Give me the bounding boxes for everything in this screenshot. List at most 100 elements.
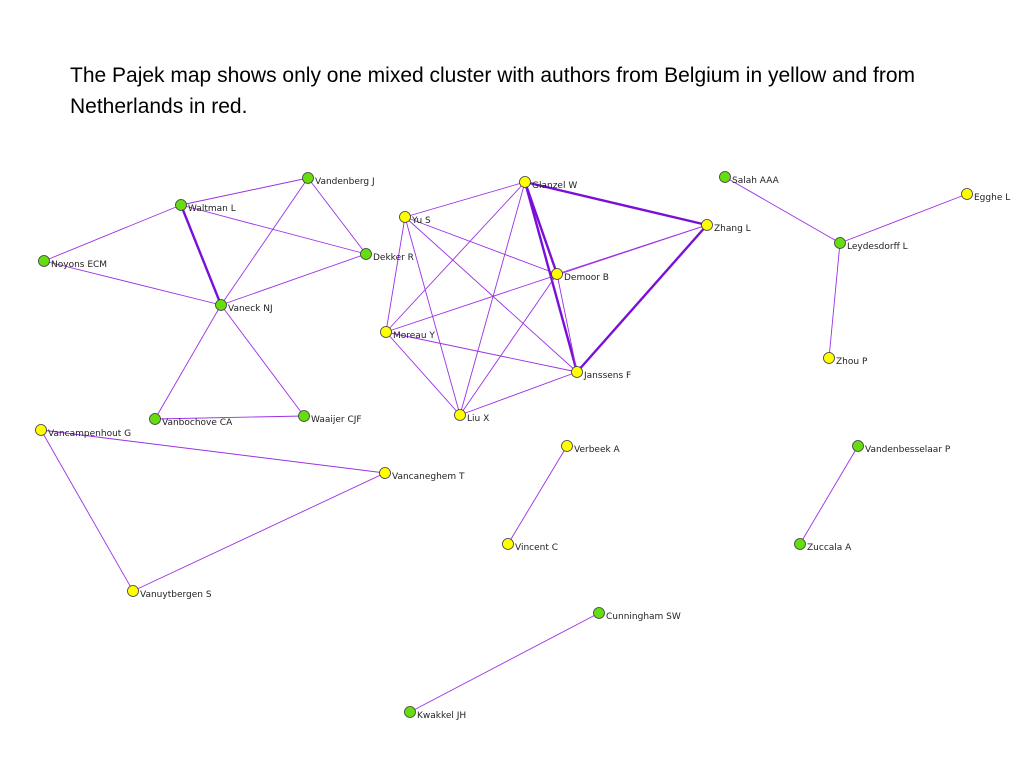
node-marker-verbeek	[561, 440, 573, 452]
node-label-yus: Yu S	[411, 216, 431, 226]
node-label-vancampenhout: Vancampenhout G	[48, 429, 131, 439]
edge-vandenbesselaar-zuccala	[799, 445, 859, 545]
node-zhoup: Zhou P	[823, 352, 868, 367]
node-cunningham: Cunningham SW	[593, 607, 681, 622]
node-marker-demoor	[551, 268, 563, 280]
node-marker-vandenbesselaar	[852, 440, 864, 452]
node-liux: Liu X	[454, 409, 489, 424]
node-vanuytbergen: Vanuytbergen S	[127, 585, 212, 600]
node-label-dekker: Dekker R	[373, 253, 414, 263]
node-dekker: Dekker R	[360, 248, 414, 263]
edge-waltman-dekker	[180, 204, 367, 255]
node-marker-leydesdorff	[834, 237, 846, 249]
node-label-waaijer: Waaijer CJF	[311, 415, 362, 425]
node-marker-salah	[719, 171, 731, 183]
node-label-vandenberg: Vandenberg J	[315, 177, 375, 187]
node-marker-egghe	[961, 188, 973, 200]
edge-cunningham-kwakkel	[409, 612, 600, 713]
node-vandenbesselaar: Vandenbesselaar P	[852, 440, 951, 455]
node-salah: Salah AAA	[719, 171, 780, 186]
node-noyons: Noyons ECM	[38, 255, 107, 270]
node-leydesdorff: Leydesdorff L	[834, 237, 908, 252]
edge-waltman-noyons	[43, 204, 182, 262]
caption: The Pajek map shows only one mixed clust…	[70, 64, 916, 118]
node-label-moreau: Moreau Y	[393, 331, 435, 341]
node-vancampenhout: Vancampenhout G	[35, 424, 131, 439]
node-marker-liux	[454, 409, 466, 421]
node-marker-zhang	[701, 219, 713, 231]
node-marker-waltman	[175, 199, 187, 211]
edge-liux-janssens	[459, 371, 578, 416]
node-moreau: Moreau Y	[380, 326, 435, 341]
edge-yus-glanzel	[404, 181, 526, 218]
edge-zhang-moreau	[385, 224, 708, 333]
edge-vaneck-dekker	[220, 253, 367, 306]
node-marker-janssens	[571, 366, 583, 378]
edge-demoor-janssens	[556, 273, 578, 373]
node-marker-yus	[399, 211, 411, 223]
node-glanzel: Glanzel W	[519, 176, 577, 191]
node-label-cunningham: Cunningham SW	[606, 612, 681, 622]
node-demoor: Demoor B	[551, 268, 609, 283]
node-marker-dekker	[360, 248, 372, 260]
node-marker-vanuytbergen	[127, 585, 139, 597]
node-layer: Vandenberg J Waltman L Noyons ECM Dekker R V…	[35, 171, 1010, 721]
edge-glanzel-zhang	[524, 180, 708, 227]
node-vanbochove: Vanbochove CA	[149, 413, 233, 428]
node-vaneck: Vaneck NJ	[215, 299, 273, 314]
edge-vancampenhout-vancaneghem	[40, 429, 386, 474]
node-marker-zuccala	[794, 538, 806, 550]
node-label-demoor: Demoor B	[564, 273, 609, 283]
node-label-glanzel: Glanzel W	[532, 181, 577, 191]
node-label-verbeek: Verbeek A	[574, 445, 621, 455]
edge-egghe-leydesdorff	[839, 193, 968, 244]
node-label-kwakkel: Kwakkel JH	[417, 711, 466, 721]
edge-vancaneghem-vanuytbergen	[132, 472, 386, 592]
edge-glanzel-liux	[459, 181, 526, 416]
edge-salah-leydesdorff	[724, 176, 841, 244]
node-waltman: Waltman L	[175, 199, 236, 214]
edge-vaneck-waaijer	[220, 304, 305, 417]
node-label-zhoup: Zhou P	[836, 357, 868, 367]
node-label-waltman: Waltman L	[188, 204, 236, 214]
node-label-vancaneghem: Vancaneghem T	[392, 472, 465, 482]
edge-glanzel-moreau	[385, 181, 526, 333]
node-marker-vandenberg	[302, 172, 314, 184]
node-marker-vaneck	[215, 299, 227, 311]
node-marker-vincent	[502, 538, 514, 550]
node-vandenberg: Vandenberg J	[302, 172, 375, 187]
node-yus: Yu S	[399, 211, 431, 226]
edge-vanbochove-waaijer	[154, 415, 305, 420]
node-marker-vancaneghem	[379, 467, 391, 479]
edge-noyons-vaneck	[43, 260, 222, 306]
edge-yus-demoor	[404, 216, 558, 275]
edge-vaneck-vanbochove	[154, 304, 222, 420]
edge-verbeek-vincent	[507, 445, 568, 545]
node-marker-vancampenhout	[35, 424, 47, 436]
edge-moreau-janssens	[385, 331, 578, 373]
edge-demoor-liux	[459, 273, 558, 416]
node-label-vanuytbergen: Vanuytbergen S	[140, 590, 212, 600]
node-marker-cunningham	[593, 607, 605, 619]
edge-layer	[40, 176, 968, 713]
edge-yus-janssens	[404, 216, 578, 373]
node-janssens: Janssens F	[571, 366, 631, 381]
node-label-noyons: Noyons ECM	[51, 260, 107, 270]
node-label-salah: Salah AAA	[732, 176, 780, 186]
edge-moreau-liux	[385, 331, 461, 416]
node-kwakkel: Kwakkel JH	[404, 706, 466, 721]
node-label-egghe: Egghe L	[974, 193, 1010, 203]
node-zuccala: Zuccala A	[794, 538, 852, 553]
edge-waltman-vaneck	[179, 204, 223, 306]
edge-yus-moreau	[385, 216, 406, 333]
edge-vandenberg-vaneck	[220, 177, 309, 306]
node-label-vincent: Vincent C	[515, 543, 558, 553]
node-marker-waaijer	[298, 410, 310, 422]
node-label-janssens: Janssens F	[583, 371, 631, 381]
node-label-leydesdorff: Leydesdorff L	[847, 242, 908, 252]
node-label-zhang: Zhang L	[714, 224, 751, 234]
node-marker-vanbochove	[149, 413, 161, 425]
node-label-liux: Liu X	[467, 414, 489, 424]
edge-vandenberg-dekker	[307, 177, 367, 255]
